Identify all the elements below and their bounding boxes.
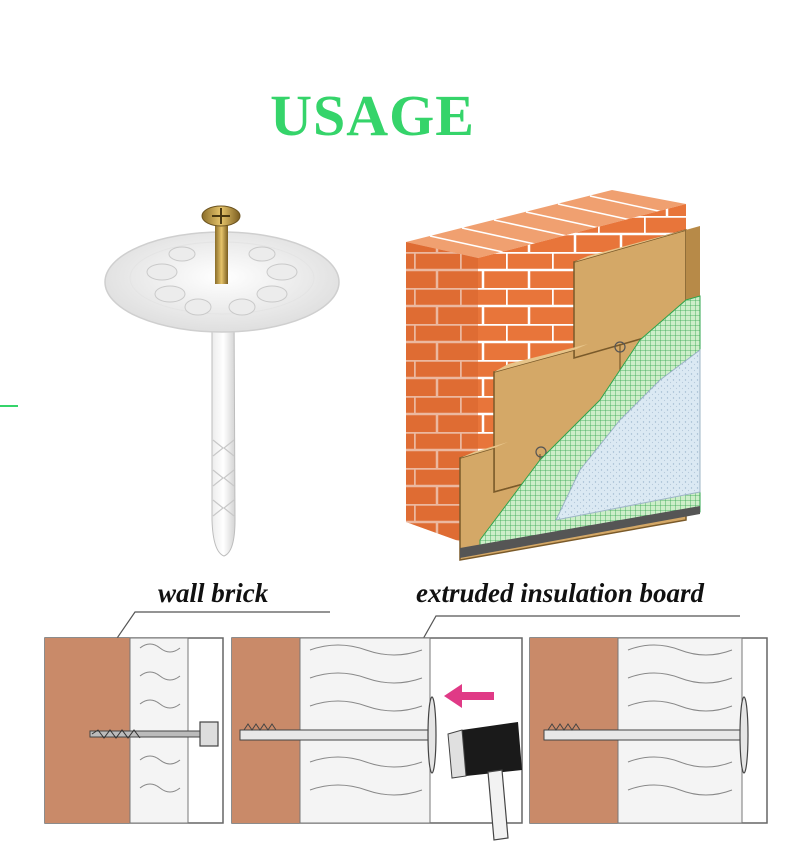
page-title: USAGE xyxy=(270,83,475,148)
push-arrow-icon xyxy=(444,684,494,708)
accent-divider xyxy=(0,405,18,407)
wall-construction-illustration xyxy=(406,190,701,561)
insulation-plug-anchor-icon xyxy=(104,205,340,557)
insulation-board-label: extruded insulation board xyxy=(416,578,705,608)
wall-cross-section-icon xyxy=(44,637,224,824)
hammer-icon xyxy=(447,722,522,841)
wall-brick-label: wall brick xyxy=(158,578,269,608)
wall-cross-section-icon xyxy=(529,637,768,824)
